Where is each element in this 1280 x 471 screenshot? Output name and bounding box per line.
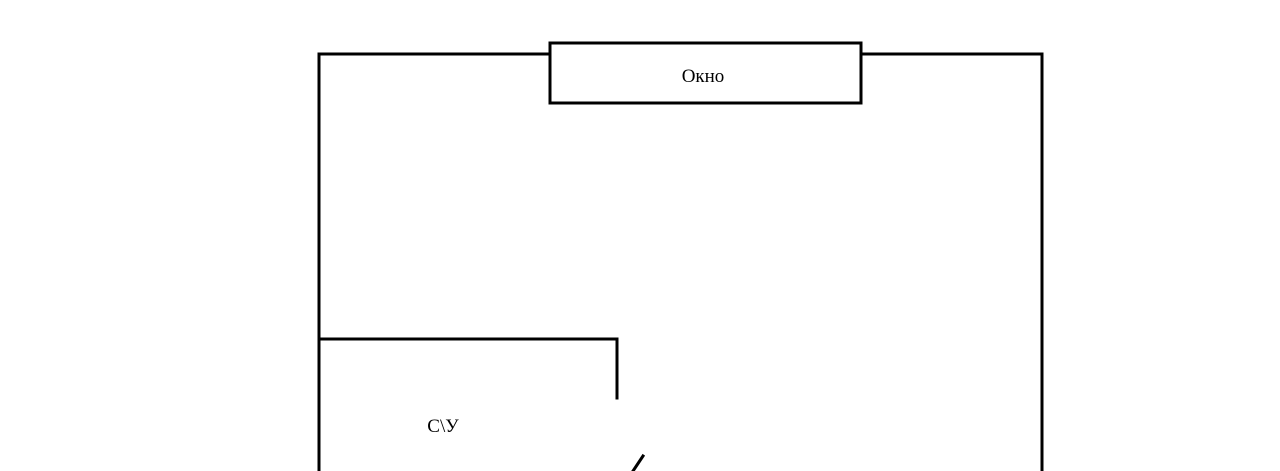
bathroom: С\У [317, 337, 646, 471]
bathroom-label: С\У [427, 416, 459, 437]
window-label: Окно [682, 66, 725, 87]
window: Окно [548, 41, 863, 105]
outer-walls [317, 52, 1044, 471]
window-frame [548, 41, 863, 105]
bathroom-door [631, 453, 646, 471]
